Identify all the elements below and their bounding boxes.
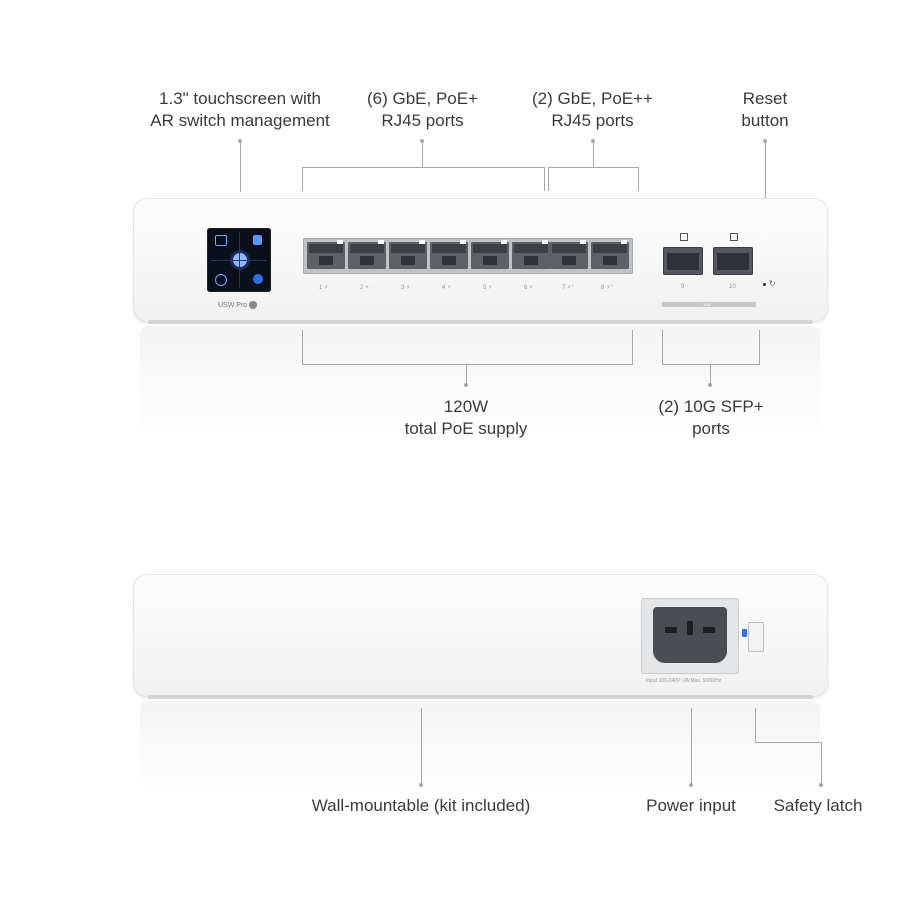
gbe-poe-plus-line2: RJ45 ports — [381, 111, 464, 130]
sfp-callout-line2: ports — [692, 419, 730, 438]
rj45-port[interactable] — [512, 240, 550, 269]
poe-bracket — [302, 364, 633, 365]
switch-front-reflection — [140, 326, 820, 436]
poe-stem — [466, 364, 467, 384]
sfp-group-bar — [662, 302, 756, 307]
port-label: 8 ⚡⁺ — [601, 285, 614, 291]
sfp-bracket — [662, 364, 760, 365]
poe-supply-line2: total PoE supply — [404, 419, 528, 438]
touchscreen-leader-dot — [238, 139, 242, 143]
touchscreen-stats-icon[interactable] — [253, 235, 262, 245]
model-label: USW Pro — [218, 301, 258, 309]
sfp-led — [730, 233, 738, 241]
gbe-poe-plus-callout: (6) GbE, PoE+ RJ45 ports — [345, 88, 500, 132]
brand-plus-icon — [249, 301, 258, 309]
rj45-port[interactable] — [348, 240, 386, 269]
power-input-dot — [689, 783, 693, 787]
sfp-dot — [708, 383, 712, 387]
sfp-bracket-right — [759, 330, 760, 364]
port-label: 4 ⚡ — [442, 285, 452, 291]
port-label: 2 ⚡ — [360, 285, 370, 291]
safety-latch-leader-b — [755, 742, 821, 743]
safety-latch-leader-a — [755, 708, 756, 743]
rj45-port-bank — [303, 238, 633, 274]
gbe-poe-plus-line1: (6) GbE, PoE+ — [366, 89, 479, 108]
rj45-port[interactable] — [389, 240, 427, 269]
touchscreen[interactable] — [207, 228, 271, 292]
switch-front-base — [148, 320, 813, 324]
switch-rear-base — [148, 695, 813, 699]
poe-bracket-left — [302, 330, 303, 364]
port-label: 1 ⚡ — [319, 285, 329, 291]
poe-bracket-right — [632, 330, 633, 364]
sfp-port-label: 9 — [681, 284, 685, 290]
lock-icon — [742, 629, 747, 637]
port-label: 6 ⚡ — [524, 285, 534, 291]
poe-supply-line1: 120W — [443, 397, 489, 416]
switch-rear-reflection — [140, 701, 820, 791]
reset-button[interactable] — [763, 283, 766, 286]
poe-supply-callout: 120W total PoE supply — [380, 396, 552, 440]
safety-latch-leader-c — [821, 742, 822, 784]
gbe-poe-plus-stem — [422, 141, 423, 168]
sfp-group-label: 10G — [703, 302, 711, 307]
gbe-poe-plus-bracket-right — [544, 167, 545, 191]
rj45-port[interactable] — [307, 240, 345, 269]
sfp-callout-line1: (2) 10G SFP+ — [658, 397, 764, 416]
sfp-port-9[interactable] — [663, 247, 703, 275]
power-input-callout: Power input — [646, 796, 736, 815]
reset-icon: ↻ — [769, 279, 776, 288]
port-label: 3 ⚡ — [401, 285, 411, 291]
poe-dot — [464, 383, 468, 387]
touchscreen-home-icon[interactable] — [215, 235, 227, 246]
gbe-poe-plus-plus-line1: (2) GbE, PoE++ — [532, 89, 653, 108]
wall-mount-dot — [419, 783, 423, 787]
wall-mount-callout: Wall-mountable (kit included) — [311, 796, 531, 815]
power-input-socket[interactable] — [653, 607, 727, 663]
touchscreen-info-icon[interactable] — [215, 274, 227, 286]
gbe-poe-plus-plus-stem — [593, 141, 594, 168]
gbe-poe-plus-plus-bracket — [548, 167, 638, 168]
rj45-port[interactable] — [471, 240, 509, 269]
sfp-bracket-left — [662, 330, 663, 364]
port-label: 7 ⚡⁺ — [562, 285, 575, 291]
port-label: 5 ⚡ — [483, 285, 493, 291]
sfp-port-10[interactable] — [713, 247, 753, 275]
power-pin-neutral — [703, 627, 715, 633]
sfp-stem — [710, 364, 711, 384]
gbe-poe-plus-plus-bracket-left — [548, 167, 549, 191]
touchscreen-callout-line2: AR switch management — [150, 111, 330, 130]
touchscreen-leader — [240, 142, 241, 192]
safety-latch-dot — [819, 783, 823, 787]
touchscreen-grid-v — [239, 232, 240, 288]
sfp-port-label: 10 — [729, 284, 736, 290]
reset-callout-line2: button — [741, 111, 789, 130]
reset-callout: Reset button — [715, 88, 815, 132]
touchscreen-callout-line1: 1.3" touchscreen with — [159, 89, 321, 108]
gbe-poe-plus-plus-line2: RJ45 ports — [551, 111, 634, 130]
gbe-poe-plus-plus-bracket-right — [638, 167, 639, 191]
sfp-led — [680, 233, 688, 241]
touchscreen-status-icon[interactable] — [253, 274, 263, 284]
reset-callout-line1: Reset — [742, 89, 788, 108]
rj45-port[interactable] — [430, 240, 468, 269]
power-rating-text: Input 100-240V~2A Max, 50/60Hz — [646, 678, 722, 684]
gbe-poe-plus-plus-callout: (2) GbE, PoE++ RJ45 ports — [515, 88, 670, 132]
safety-latch[interactable] — [742, 622, 764, 652]
sfp-callout: (2) 10G SFP+ ports — [640, 396, 782, 440]
gbe-poe-plus-bracket — [302, 167, 544, 168]
power-pin-ground — [687, 621, 693, 635]
model-label-text: USW Pro — [218, 301, 248, 309]
touchscreen-callout: 1.3" touchscreen with AR switch manageme… — [140, 88, 340, 132]
rj45-port[interactable] — [550, 240, 588, 269]
power-input-leader — [691, 708, 692, 784]
wall-mount-leader — [421, 708, 422, 784]
safety-latch-callout: Safety latch — [773, 796, 863, 815]
power-pin-live — [665, 627, 677, 633]
gbe-poe-plus-bracket-left — [302, 167, 303, 191]
rj45-port[interactable] — [591, 240, 629, 269]
